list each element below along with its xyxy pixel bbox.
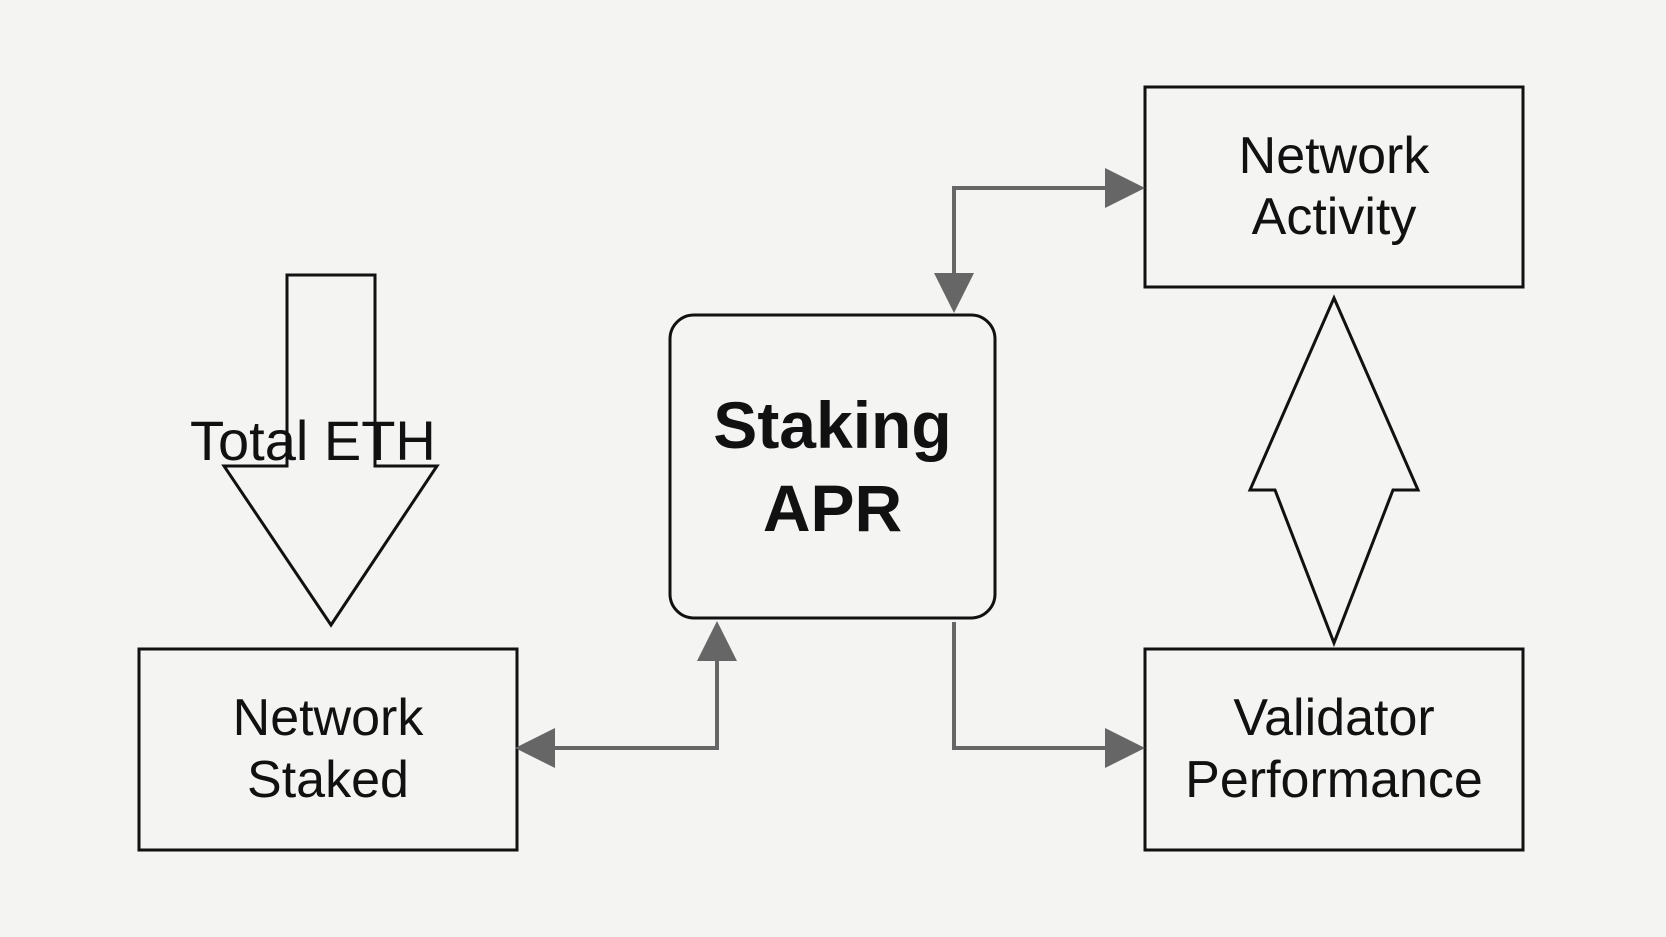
network-staked-line2: Staked <box>247 750 409 809</box>
network-activity-box <box>1143 85 1525 289</box>
validator-performance-line2: Performance <box>1185 750 1483 809</box>
network-activity-line2: Activity <box>1251 188 1417 246</box>
network-staked-label: Network Staked <box>139 649 517 850</box>
staking-apr-label: Staking APR <box>670 315 995 618</box>
apr-activity-connector <box>934 168 1145 313</box>
staking-apr-line2: APR <box>762 470 903 545</box>
total-eth-label-text: Total ETH <box>190 409 436 472</box>
staking-apr-line1: Staking <box>713 388 952 462</box>
network-staked-line1: Network <box>232 689 424 748</box>
network-activity-line1: Network <box>1238 126 1430 185</box>
activity-validator-double-arrow <box>1247 294 1421 648</box>
total-eth-down-arrow <box>221 273 440 628</box>
validator-performance-label: Validator Performance <box>1145 649 1523 850</box>
validator-performance-line1: Validator <box>1233 689 1435 748</box>
apr-validator-connector <box>952 622 1145 768</box>
staked-apr-connector <box>515 621 737 768</box>
staking-apr-box <box>668 313 997 620</box>
network-activity-label: Network Activity <box>1145 87 1523 287</box>
total-eth-label: Total ETH <box>190 408 436 473</box>
validator-performance-box <box>1143 647 1525 852</box>
